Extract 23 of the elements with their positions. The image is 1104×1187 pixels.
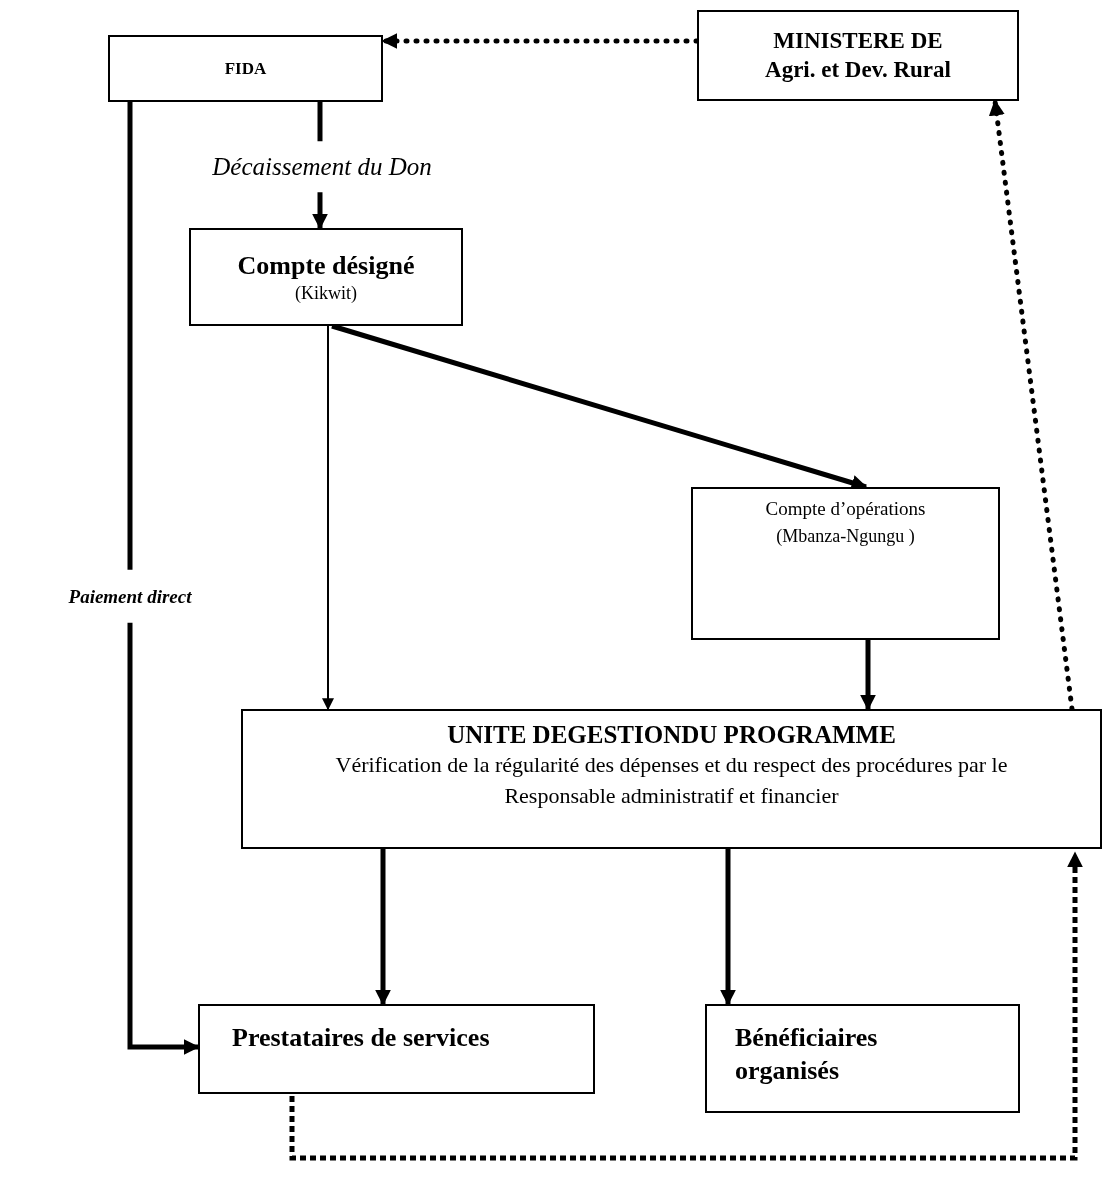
process-box [691, 487, 1000, 640]
arrow [127, 102, 200, 1055]
arrow [289, 851, 1083, 1161]
arrow [322, 325, 334, 711]
box-subtitle: (Kikwit) [295, 282, 357, 305]
box-title: Prestataires de services [232, 1022, 491, 1054]
box-title: UNITE DEGESTIONDU PROGRAMME [447, 720, 896, 750]
box-description: Vérification de la régularité des dépenses et du respect des procédures par le Responsable administratif et financier [334, 751, 1009, 810]
box-title: Bénéficiaires organisés [735, 1022, 879, 1087]
arrow [860, 640, 876, 711]
box-title: FIDA [224, 57, 267, 80]
process-box [241, 709, 1102, 849]
box-title: Compte d’opérations [765, 497, 926, 521]
process-box [198, 1004, 595, 1094]
box-title: Compte désigné [237, 249, 415, 282]
box-subtitle: (Mbanza-Ngungu ) [776, 524, 915, 548]
arrow [375, 849, 391, 1006]
process-box [697, 10, 1019, 101]
process-box [705, 1004, 1020, 1113]
process-box [108, 35, 383, 102]
box-title: MINISTERE DE Agri. et Dev. Rural [764, 26, 952, 84]
arrow [720, 849, 736, 1006]
process-box [189, 228, 463, 326]
